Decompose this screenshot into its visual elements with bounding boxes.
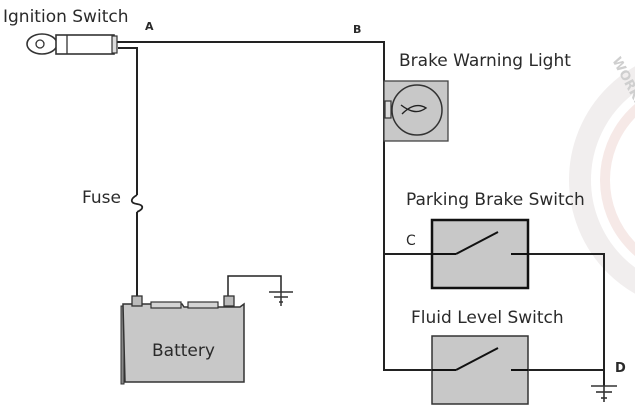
wire-c-fluid — [383, 235, 432, 371]
wire-battery-ground — [227, 275, 282, 297]
wire-ignition-fuse — [118, 47, 138, 195]
point-c-label: C — [406, 233, 416, 249]
fluid-level-switch-label: Fluid Level Switch — [411, 308, 564, 328]
parking-brake-switch-label: Parking Brake Switch — [406, 190, 585, 210]
battery — [120, 295, 245, 385]
fluid-level-switch — [431, 335, 529, 405]
fuse-label: Fuse — [82, 188, 121, 208]
point-b-label: B — [353, 23, 361, 36]
ground-icon — [269, 291, 293, 306]
brake-warning-light — [383, 80, 449, 142]
parking-brake-switch — [430, 218, 530, 290]
ground-icon — [591, 385, 617, 402]
watermark: WORKFORCE DE — [569, 55, 635, 294]
ignition-switch — [26, 33, 118, 55]
wire-a-b — [117, 41, 385, 235]
fuse-symbol — [130, 194, 144, 213]
point-a-label: A — [145, 20, 154, 33]
brake-warning-light-label: Brake Warning Light — [399, 51, 571, 71]
ignition-switch-label: Ignition Switch — [3, 7, 128, 27]
wire-parking-d — [528, 253, 605, 386]
bulb-filament-icon — [400, 104, 428, 115]
battery-label: Battery — [152, 341, 215, 361]
wires — [117, 41, 605, 386]
point-d-label: D — [615, 361, 626, 376]
